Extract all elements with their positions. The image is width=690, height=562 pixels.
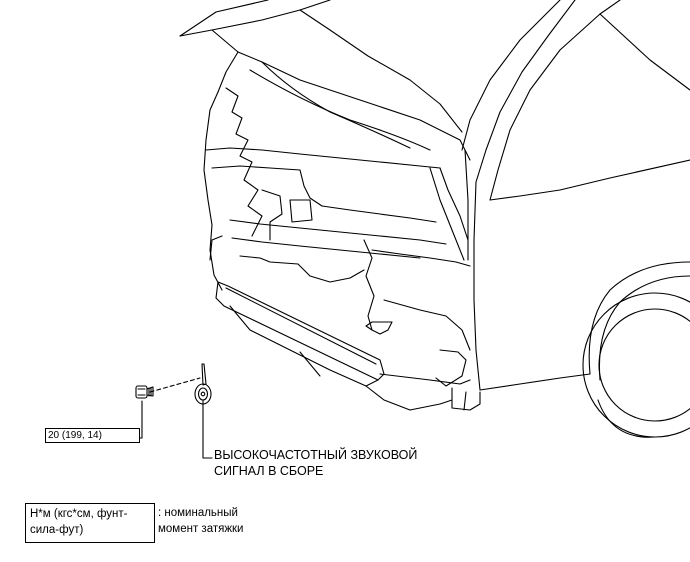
horn-icon: [194, 363, 212, 405]
torque-units-legend: Н*м (кгс*см, фунт- сила-фут): [25, 503, 155, 543]
part-label-line-1: ВЫСОКОЧАСТОТНЫЙ ЗВУКОВОЙ: [214, 448, 418, 462]
legend-desc-line-2: момент затяжки: [158, 523, 244, 535]
legend-units-line-2: сила-фут): [30, 524, 84, 536]
torque-value: 20 (199, 14): [48, 430, 102, 441]
legend-desc-line-1: : номинальный: [158, 507, 238, 519]
front-fascia: [203, 87, 471, 331]
front-wheel: [582, 261, 690, 438]
horn-assembly-label: ВЫСОКОЧАСТОТНЫЙ ЗВУКОВОЙ СИГНАЛ В СБОРЕ: [214, 447, 417, 479]
legend-units-line-1: Н*м (кгс*см, фунт-: [30, 508, 128, 520]
part-label-line-2: СИГНАЛ В СБОРЕ: [214, 464, 324, 478]
front-bumper: [215, 281, 481, 411]
legend-description: : номинальный момент затяжки: [158, 505, 243, 537]
torque-callout: 20 (199, 14): [45, 428, 140, 443]
leader-lines: [139, 377, 213, 459]
cab-body: [461, 0, 690, 391]
bolt-icon: [135, 385, 154, 399]
open-hood: [179, 0, 471, 161]
